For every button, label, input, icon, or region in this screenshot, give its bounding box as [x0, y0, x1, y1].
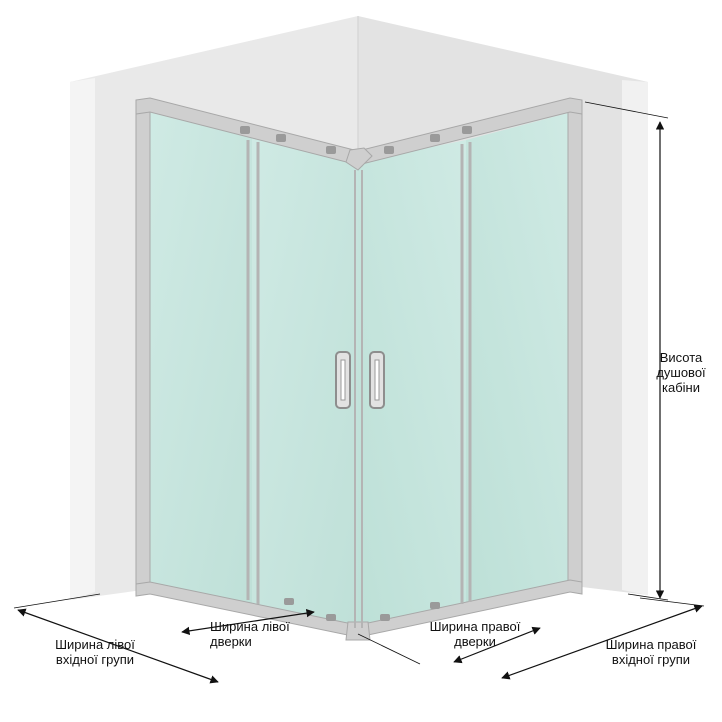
roller: [276, 134, 286, 142]
left-entry-dimension: [17, 608, 219, 684]
height-ext-top: [584, 101, 669, 119]
right-entry-line-1: Ширина правої: [605, 637, 697, 652]
roller: [430, 602, 440, 609]
roller: [240, 126, 250, 134]
dimension-lines: [13, 101, 705, 684]
roller: [380, 614, 390, 621]
cabin-height-label: Висота душової кабіни: [634, 350, 722, 395]
door-edges: [246, 140, 472, 628]
glass-panels: [148, 112, 572, 628]
right-entry-ext: [639, 597, 705, 607]
right-post: [567, 101, 583, 591]
height-ext-bottom: [627, 593, 669, 601]
left-post: [135, 101, 151, 591]
left-fixed-glass: [148, 112, 252, 603]
left-door-dimension: [181, 608, 315, 636]
cabin-height-line-3: кабіни: [662, 380, 700, 395]
left-wall-edge: [70, 78, 95, 600]
left-door-line-1: Ширина лівої: [210, 619, 290, 634]
center-ext: [357, 633, 421, 665]
left-entry-line-1: Ширина лівої: [55, 637, 135, 652]
door-handles: [335, 351, 385, 409]
cabin-height-line-1: Висота: [659, 350, 703, 365]
roller: [430, 134, 440, 142]
corner-top: [345, 147, 373, 171]
roller: [284, 598, 294, 605]
right-entry-dimension: [501, 604, 703, 680]
door-rollers: [240, 126, 472, 621]
cabin-height-line-2: душової: [656, 365, 706, 380]
roller: [326, 614, 336, 621]
right-door-line-2: дверки: [454, 634, 496, 649]
left-door-width-label: Ширина лівої дверки: [210, 619, 290, 649]
right-entry-line-2: вхідної групи: [611, 652, 691, 667]
corner-bottom: [345, 621, 371, 641]
left-door-line-2: дверки: [210, 634, 252, 649]
right-door-glass: [358, 140, 466, 628]
right-door-width-label: Ширина правої дверки: [412, 619, 538, 649]
roller: [462, 126, 472, 134]
right-entry-width-label: Ширина правої вхідної групи: [584, 637, 718, 667]
right-wall-edge: [622, 80, 648, 595]
right-fixed-glass: [466, 112, 572, 606]
right-door-line-1: Ширина правої: [429, 619, 521, 634]
roller: [326, 146, 336, 154]
left-door-glass: [252, 138, 358, 628]
left-entry-width-label: Ширина лівої вхідної групи: [30, 637, 160, 667]
left-entry-ext-a: [13, 593, 101, 609]
roller: [384, 146, 394, 154]
left-entry-line-2: вхідної групи: [55, 652, 135, 667]
